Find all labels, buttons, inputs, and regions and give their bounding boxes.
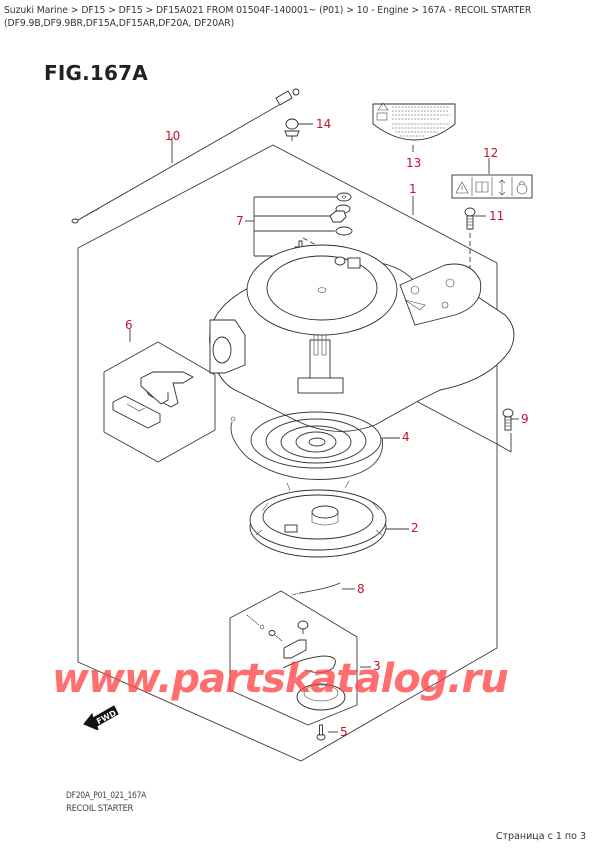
callout-11[interactable]: 11 [489, 209, 505, 223]
bolt-part-9 [502, 408, 514, 431]
callout-10[interactable]: 10 [165, 129, 181, 143]
watermark: www.partskatalog.ru [52, 656, 509, 702]
callout-13[interactable]: 13 [406, 156, 422, 170]
callout-9[interactable]: 9 [521, 412, 529, 426]
figure-title: FIG.167A [44, 61, 148, 85]
fwd-arrow-icon: FWD [83, 705, 119, 730]
callout-1[interactable]: 1 [409, 182, 417, 196]
spiral-spring-part-4 [230, 411, 384, 480]
breadcrumb[interactable]: Suzuki Marine > DF15 > DF15 > DF15A021 F… [4, 5, 532, 29]
pull-direction-icon [498, 179, 506, 196]
warning-triangle-icon [455, 181, 469, 194]
cable-clip-part-14 [284, 118, 300, 141]
callout-2[interactable]: 2 [411, 521, 419, 535]
callout-14[interactable]: 14 [316, 117, 332, 131]
starter-handle-part-6 [103, 341, 216, 463]
starter-cable-part-10 [71, 88, 300, 224]
callout-6[interactable]: 6 [125, 318, 133, 332]
callout-3[interactable]: 3 [373, 659, 381, 673]
manual-book-icon [475, 181, 489, 193]
assembly-frame-outline [77, 144, 498, 762]
warning-label-part-13 [372, 102, 456, 141]
figure-name: RECOIL STARTER [66, 804, 134, 814]
figure-code: DF20A_P01_021_167A [66, 791, 147, 801]
ratchet-kit-part-3 [229, 590, 358, 726]
pictogram-label-part-12 [451, 174, 533, 199]
screw-part-5 [316, 724, 326, 741]
callout-4[interactable]: 4 [402, 430, 410, 444]
callout-8[interactable]: 8 [357, 582, 365, 596]
rope-handle-icon [516, 181, 528, 195]
rope-reel-part-2 [249, 480, 387, 558]
pagination[interactable]: Страница с 1 по 3 [495, 831, 586, 842]
callout-5[interactable]: 5 [340, 725, 348, 739]
bolt-part-11 [464, 207, 476, 230]
rope-part-8 [291, 582, 341, 596]
starter-housing-part-1 [209, 244, 515, 432]
callout-7[interactable]: 7 [236, 214, 244, 228]
callout-12[interactable]: 12 [483, 146, 499, 160]
